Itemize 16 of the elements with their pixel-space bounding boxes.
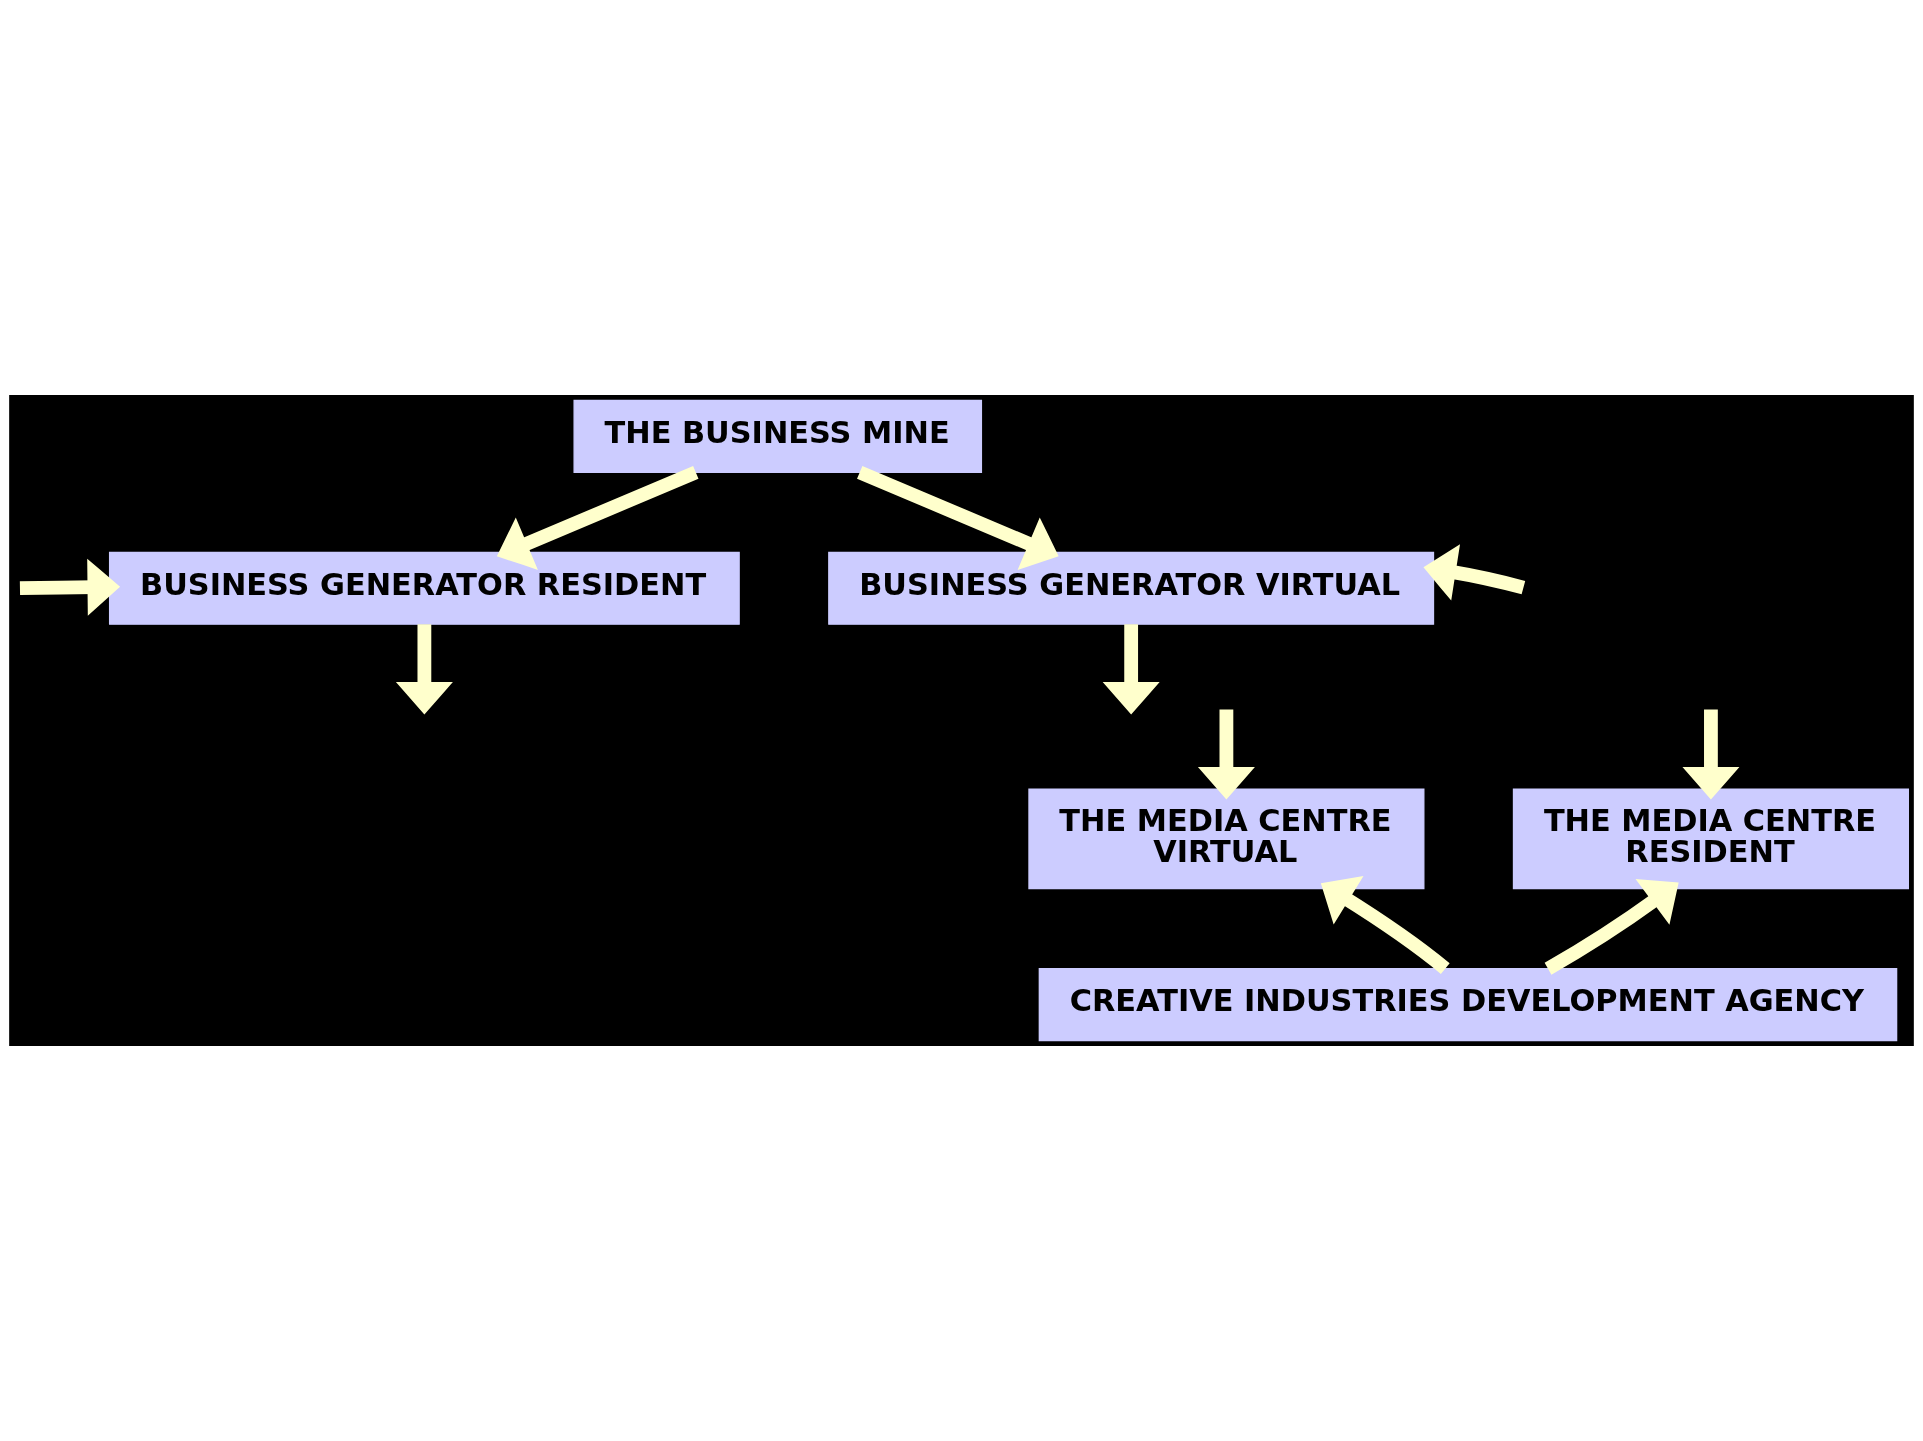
node-box: THE BUSINESS MINE [573, 399, 983, 473]
arrow [496, 466, 699, 570]
arrow [19, 558, 121, 616]
arrow [1320, 876, 1450, 975]
node-box: THE MEDIA CENTRE RESIDENT [1512, 788, 1909, 890]
arrow [1682, 709, 1740, 800]
arrow [1423, 544, 1526, 601]
arrow [1197, 709, 1255, 800]
node-box: BUSINESS GENERATOR RESIDENT [108, 551, 740, 625]
node-box: THE MEDIA CENTRE VIRTUAL [1028, 788, 1425, 890]
node-box: CREATIVE INDUSTRIES DEVELOPMENT AGENCY [1038, 968, 1898, 1042]
arrow [395, 624, 453, 715]
node-box: BUSINESS GENERATOR VIRTUAL [828, 551, 1435, 625]
arrow [1102, 624, 1160, 715]
arrow [1544, 879, 1679, 975]
arrow [857, 466, 1059, 570]
